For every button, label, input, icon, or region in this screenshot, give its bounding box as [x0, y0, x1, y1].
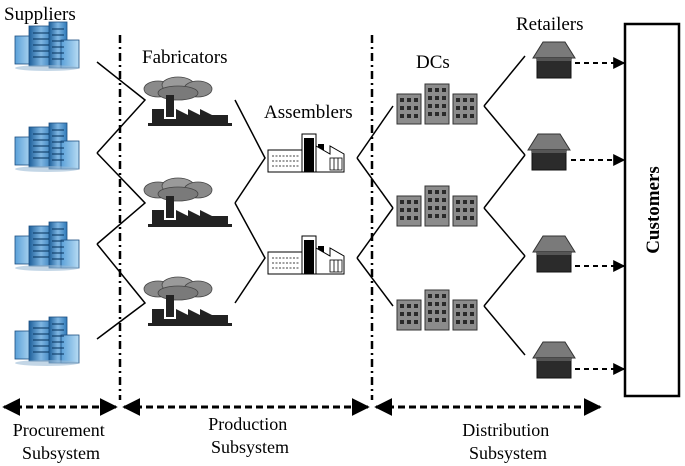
retailer-customer-arrows — [571, 57, 626, 375]
fabricator-node-2 — [143, 177, 233, 228]
supplier-node-4 — [14, 316, 80, 367]
retailer-node-1 — [532, 41, 576, 79]
retailers-label: Retailers — [516, 14, 584, 35]
procurement-line-1: Procurement — [13, 420, 105, 440]
fabricators-label: Fabricators — [142, 47, 227, 68]
distribution-subsystem-label: Distribution Subsystem — [462, 420, 554, 463]
production-line-2: Subsystem — [211, 437, 289, 457]
customers-label: Customers — [643, 166, 664, 254]
supply-network-links — [96, 55, 526, 356]
supplier-node-1 — [14, 21, 80, 72]
procurement-line-2: Subsystem — [22, 443, 100, 463]
dc-node-2 — [396, 185, 478, 227]
fabricator-node-3 — [143, 276, 233, 327]
dcs-label: DCs — [416, 52, 450, 73]
assemblers-label: Assemblers — [264, 102, 353, 123]
customers-box — [623, 22, 681, 398]
distribution-line-2: Subsystem — [469, 443, 547, 463]
fabricator-node-1 — [143, 76, 233, 127]
supplier-node-2 — [14, 122, 80, 173]
dc-node-1 — [396, 83, 478, 125]
retailer-node-4 — [532, 341, 576, 379]
procurement-subsystem-label: Procurement Subsystem — [13, 420, 109, 463]
dc-node-3 — [396, 289, 478, 331]
retailer-node-3 — [532, 235, 576, 273]
production-subsystem-label: Production Subsystem — [208, 414, 292, 457]
retailer-node-2 — [527, 133, 571, 171]
assembler-node-2 — [267, 235, 345, 275]
supplier-node-3 — [14, 221, 80, 272]
production-line-1: Production — [208, 414, 287, 434]
suppliers-label: Suppliers — [4, 4, 76, 25]
distribution-line-1: Distribution — [462, 420, 549, 440]
assembler-node-1 — [267, 133, 345, 173]
